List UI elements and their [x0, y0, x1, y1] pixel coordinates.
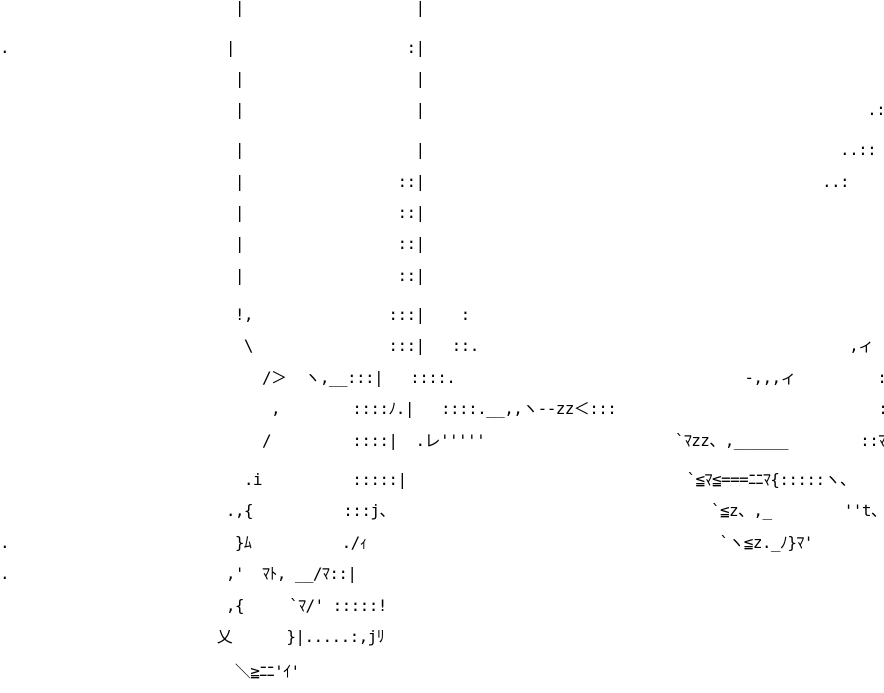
art-line: .i :::::| `≦ﾏ≦===ﾆﾆﾏ{:::::ヽ、	[0, 470, 856, 489]
art-line: , ::::ﾉ.| ::::.__,,ヽ--zz＜::: ::::'ﾏi、	[0, 399, 884, 418]
art-line: ＼≧ﾆﾆ'ｲ'	[0, 662, 300, 681]
art-line: | ::| ..: :::::::::|	[234, 172, 850, 191]
art-line: . ,' ﾏﾄ, __/ﾏ::|	[0, 564, 357, 583]
art-line: . }ﾑ ./ｨ `ヽ≦z._ﾉ}ﾏ'	[0, 533, 813, 552]
art-line: \ :::| ::. ,ィ /::'ヽ	[0, 336, 884, 355]
art-line: | | .::: .:::::::|	[234, 100, 884, 119]
art-line: | ::| ::::::::|	[234, 203, 425, 222]
art-line: . | :| .::::: .::::::i	[0, 38, 425, 57]
art-line: | | ..:: .::::::::|	[234, 140, 877, 159]
art-line: 乂 }|.....:,jﾘ	[0, 627, 385, 646]
art-line: | | .:::: .:::::::!	[234, 69, 425, 88]
art-line: ,{ `ﾏ/' :::::!	[0, 596, 388, 615]
art-line: !, :::| : :,ィ	[0, 305, 884, 324]
art-line: / ::::| .レ''''' `ﾏzz、,______ ::ﾏﾄ、	[0, 431, 884, 450]
art-line: /＞ ヽ,__:::| ::::. -,,,ィ ::'ヽ	[0, 368, 884, 387]
art-line: .,{ :::j、 `≦z、,_ ''t、..:jﾘ	[0, 501, 884, 520]
art-line: | | .::::: ::::::,	[234, 0, 425, 17]
art-line: | ::| :::::|	[234, 234, 425, 253]
art-line: | ::| ::::ノ	[0, 266, 884, 285]
